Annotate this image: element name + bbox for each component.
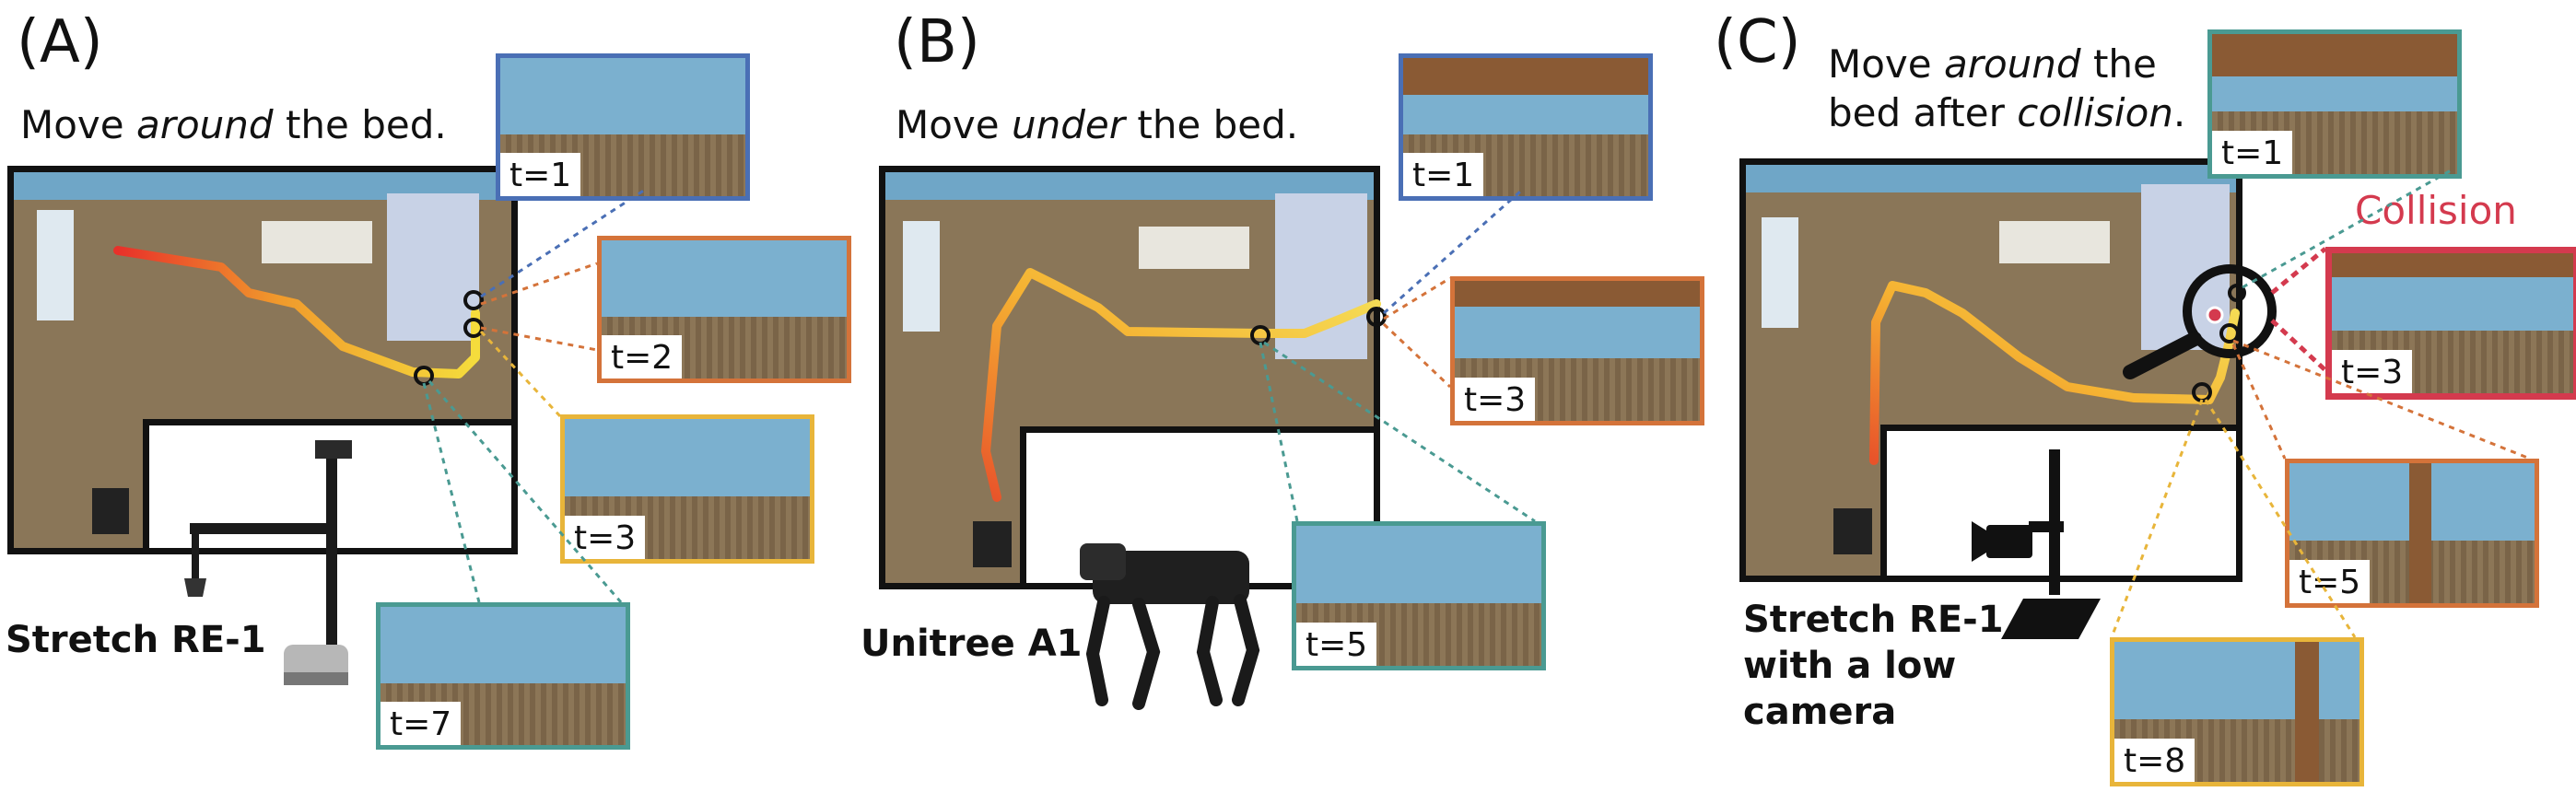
caption-c-pre: Move [1828,41,1944,87]
inset-a-t2-label: t=2 [602,334,683,379]
robot-b-name: Unitree A1 [861,623,1083,665]
trajectory-c [1869,281,2240,465]
map-b-desk [1139,227,1249,269]
robot-c-line3: camera [1743,691,1897,733]
caption-a-pre: Move [20,102,136,147]
map-a-door [92,488,129,534]
marker-a-t1 [463,290,484,310]
inset-b-t3: t=3 [1450,276,1704,425]
caption-b-em: under [1011,102,1125,147]
inset-b-t1-label: t=1 [1403,152,1484,196]
panel-a-letter: (A) [17,8,103,76]
inset-b-t5: t=5 [1292,521,1546,670]
trajectory-b [981,268,1381,502]
inset-a-t1-label: t=1 [500,152,581,196]
connector-b-t3b [1382,322,1452,389]
connector-c-t8b [2204,399,2357,638]
connector-c-t5 [2232,339,2531,460]
bed-beam [1455,281,1700,307]
map-c-window [1762,217,1798,328]
connector-b-t1 [1383,190,1521,315]
panel-c-letter: (C) [1714,8,1801,76]
caption-c-post: the [2080,41,2157,87]
robot-c-line1: Stretch RE-1 [1743,599,2004,641]
robot-c-name: Stretch RE-1 with a low camera [1743,597,2004,735]
connector-a-t3 [479,330,562,418]
caption-b-pre: Move [896,102,1012,147]
connector-a-t1 [480,188,646,298]
bed-beam [2332,253,2573,277]
map-b-door [973,521,1012,567]
bed-beam [2212,34,2457,76]
map-a-desk [262,221,372,263]
inset-sky [1296,526,1541,603]
marker-c-t3 [2206,306,2224,324]
map-a-bed [387,193,479,341]
inset-sky [602,240,847,317]
inset-a-t1: t=1 [496,53,750,201]
trajectory-a [113,246,480,379]
connector-a-t7 [422,382,481,603]
caption-c2-pre: bed after [1828,89,2018,135]
panel-a-caption: Move around the bed. [20,101,447,150]
bed-post [2295,642,2319,782]
connector-a-t2b [480,326,598,352]
connector-a-t2 [480,262,598,306]
inset-b-t3-label: t=3 [1455,377,1536,421]
connector-c-t3 [2270,247,2327,295]
inset-c-t8-label: t=8 [2114,738,2195,782]
connector-b-t3 [1383,276,1451,320]
inset-b-t5-label: t=5 [1296,622,1377,666]
map-c [1739,158,2242,582]
connector-c-t1 [2242,168,2453,289]
bed-beam [1403,58,1648,95]
caption-b-post: the bed. [1125,102,1299,147]
map-a-window [37,210,74,320]
connector-c-t8 [2110,399,2204,638]
connector-b-t5b [1263,341,1536,523]
marker-c-t1 [2228,284,2246,302]
robot-unitree-a1 [1080,543,1260,710]
panel-b-letter: (B) [894,8,980,76]
inset-b-t1: t=1 [1399,53,1653,201]
inset-c-t3-label: t=3 [2332,349,2413,393]
caption-c2-em: collision [2017,89,2173,135]
connector-b-t5 [1259,342,1299,522]
magnifier-icon [2123,264,2277,379]
panel-c-caption: Move around the bed after collision. [1828,41,2185,137]
inset-sky [381,607,626,683]
map-b-window [903,221,940,332]
bed-post [2409,463,2431,603]
robot-a-name: Stretch RE-1 [6,619,266,661]
connector-c-t5b [2231,344,2287,460]
caption-a-post: the bed. [273,102,447,147]
connector-a-t7b [427,380,623,603]
inset-a-t3: t=3 [560,414,814,564]
inset-sky [500,58,745,134]
inset-a-t2: t=2 [597,236,851,383]
map-c-desk [1999,221,2110,263]
inset-sky [565,419,810,496]
inset-c-t5: t=5 [2285,459,2539,608]
panel-b-caption: Move under the bed. [896,101,1298,150]
inset-c-t1-label: t=1 [2212,130,2293,174]
connector-c-t3b [2270,319,2327,372]
robot-stretch-a [184,440,352,685]
marker-b-t3 [1366,307,1387,327]
marker-c-t5 [2219,323,2240,344]
inset-c-t1: t=1 [2207,29,2462,179]
caption-a-em: around [135,102,274,147]
map-c-door [1833,508,1872,554]
inset-c-t8: t=8 [2110,637,2364,786]
inset-a-t7-label: t=7 [381,701,462,745]
inset-c-t3: t=3 [2325,247,2576,400]
caption-c-em: around [1943,41,2081,87]
caption-c2-post: . [2172,89,2186,135]
robot-c-line2: with a low [1743,645,1957,687]
camera-stand-icon [1972,449,2101,639]
inset-a-t7: t=7 [376,602,630,750]
